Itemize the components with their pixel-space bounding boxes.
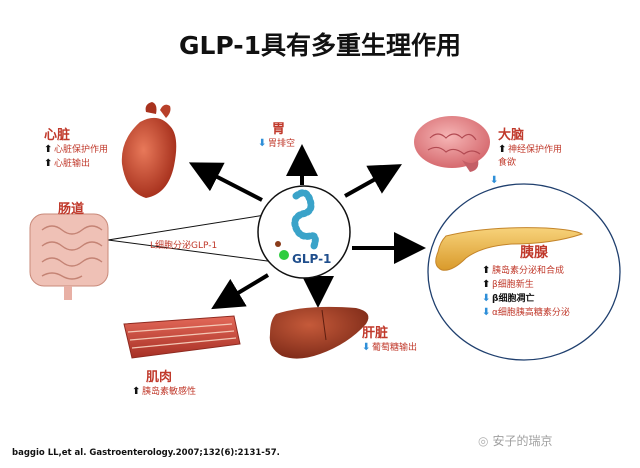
brain-block: 大脑 ⬆神经保护作用 食欲 <box>498 124 562 170</box>
glp1-label: GLP-1 <box>292 252 332 266</box>
down-arrow-icon: ⬇ <box>490 175 499 186</box>
up-arrow-icon: ⬆ <box>482 279 491 290</box>
arrow-to-brain <box>344 164 402 198</box>
pancreas-title: 胰腺 <box>520 245 548 261</box>
liver-effect-0: ⬇葡萄糖输出 <box>362 342 418 353</box>
liver-title: 肝脏 <box>362 326 389 341</box>
glp1-dot-green <box>279 250 289 260</box>
pancreas-effect-1: ⬆β细胞新生 <box>482 279 534 290</box>
down-arrow-icon: ⬇ <box>258 138 267 149</box>
intestine-title: 肠道 <box>58 202 85 217</box>
up-arrow-icon: ⬆ <box>482 265 491 276</box>
up-arrow-icon: ⬆ <box>44 158 53 169</box>
down-arrow-icon: ⬇ <box>362 342 371 353</box>
glp1-dot-brown <box>275 241 281 247</box>
heart-illustration <box>121 102 177 198</box>
heart-title: 心脏 <box>44 128 71 143</box>
liver-illustration <box>269 306 369 359</box>
brain-illustration <box>414 116 490 172</box>
arrow-to-heart <box>188 162 263 202</box>
pancreas-effect-3: ⬇α细胞胰高糖素分泌 <box>482 307 570 318</box>
stomach-title: 胃 <box>272 122 286 137</box>
heart-block: 心脏 ⬆心脏保护作用 ⬆心脏输出 <box>44 124 108 171</box>
wechat-icon: ◎ <box>478 434 489 448</box>
arrow-to-muscle <box>211 273 270 310</box>
up-arrow-icon: ⬆ <box>44 144 53 155</box>
muscle-effect-0: ⬆胰岛素敏感性 <box>132 386 197 397</box>
brain-down-arrow: ⬇ <box>490 168 500 187</box>
stomach-effect-0: ⬇胃排空 <box>258 138 296 149</box>
glp1-center <box>257 185 351 279</box>
pancreas-effects: ⬆胰岛素分泌和合成 ⬆β细胞新生 ⬇β细胞凋亡 ⬇α细胞胰高糖素分泌 <box>482 264 570 320</box>
up-arrow-icon: ⬆ <box>498 144 507 155</box>
watermark: ◎安子的瑞京 <box>478 434 553 448</box>
stomach-block: 胃 ⬇胃排空 <box>258 118 295 151</box>
down-arrow-icon: ⬇ <box>482 307 491 318</box>
heart-effect-1: ⬆心脏输出 <box>44 158 91 169</box>
muscle-title: 肌肉 <box>146 370 173 385</box>
pancreas-effect-0: ⬆胰岛素分泌和合成 <box>482 265 565 276</box>
effect-arrows <box>188 144 426 310</box>
down-arrow-icon: ⬇ <box>482 293 491 304</box>
pancreas-effect-2: ⬇β细胞凋亡 <box>482 293 535 304</box>
liver-block: 肝脏 ⬇葡萄糖输出 <box>362 322 417 355</box>
brain-effect-1: 食欲 <box>498 158 517 168</box>
intestine-illustration <box>29 213 109 300</box>
heart-effect-0: ⬆心脏保护作用 <box>44 144 109 155</box>
intestine-connector <box>107 214 276 263</box>
muscle-block: 肌肉 ⬆胰岛素敏感性 <box>132 366 196 399</box>
citation: baggio LL,et al. Gastroenterology.2007;1… <box>12 448 280 458</box>
up-arrow-icon: ⬆ <box>132 386 141 397</box>
brain-title: 大脑 <box>498 128 525 143</box>
pancreas-region <box>427 183 621 361</box>
diagram-title: GLP-1具有多重生理作用 <box>178 31 462 60</box>
glp1-peptide-chain <box>291 189 319 250</box>
muscle-illustration <box>123 315 241 359</box>
pancreas-illustration <box>435 227 584 271</box>
intestine-secretion: L细胞分泌GLP-1 <box>150 241 218 251</box>
brain-effect-0: ⬆神经保护作用 <box>498 144 563 155</box>
